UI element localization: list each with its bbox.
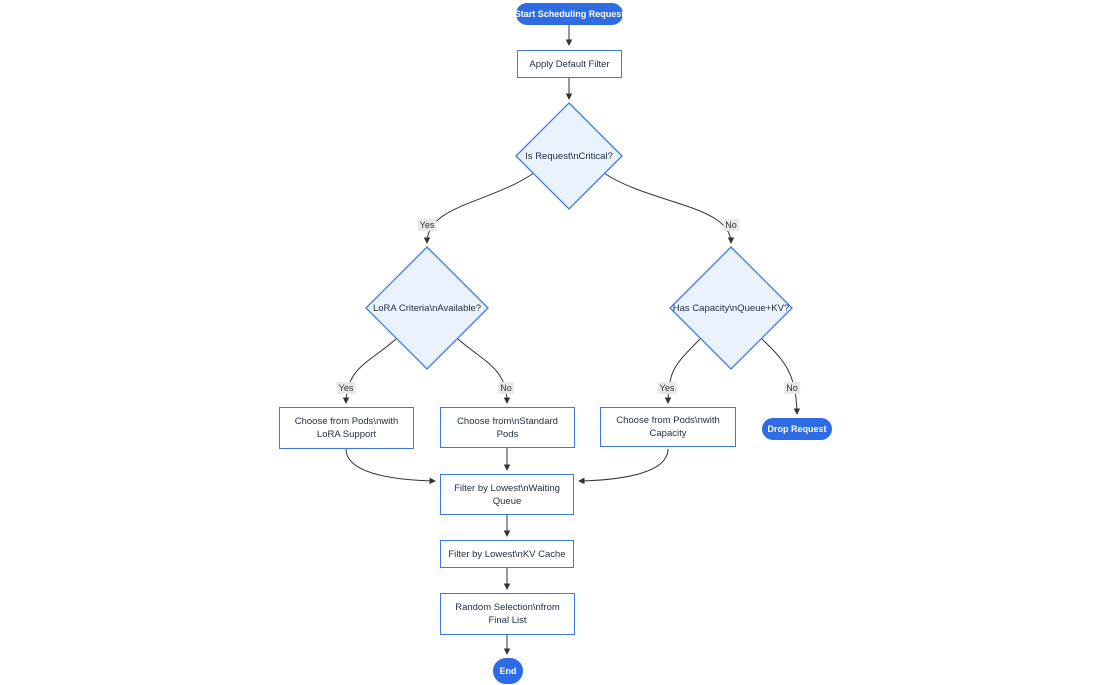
has-capacity-decision-shape	[669, 246, 793, 370]
lora-criteria-label: LoRA Criteria\nAvailable?	[372, 302, 482, 314]
edge-is-critical-yes	[423, 172, 535, 244]
filter-kv-cache-node: Filter by Lowest\nKV Cache	[440, 540, 574, 568]
is-request-critical-decision-shape	[515, 102, 623, 210]
drop-request-node: Drop Request	[762, 418, 832, 440]
edge-label-is-critical-no: No	[723, 219, 739, 231]
choose-capacity-pods-node: Choose from Pods\nwith Capacity	[600, 407, 736, 447]
edge-choose-lora-to-filter-queue	[345, 448, 436, 485]
apply-default-filter-node: Apply Default Filter	[517, 50, 622, 78]
choose-lora-pods-node: Choose from Pods\nwith LoRA Support	[279, 407, 414, 449]
is-request-critical-label: Is Request\nCritical?	[525, 150, 613, 162]
edge-label-capacity-no: No	[784, 382, 800, 394]
start-node: Start Scheduling Request	[515, 3, 624, 25]
filter-waiting-queue-node: Filter by Lowest\nWaiting Queue	[440, 474, 574, 515]
edge-label-is-critical-yes: Yes	[417, 219, 437, 231]
edge-is-critical-no	[603, 172, 735, 244]
edge-capacity-yes	[664, 338, 701, 404]
lora-criteria-decision-shape	[365, 246, 489, 370]
choose-standard-pods-node: Choose from\nStandard Pods	[440, 407, 575, 448]
has-capacity-label: Has Capacity\nQueue+KV?	[672, 302, 790, 314]
edge-choose-capacity-to-filter-queue	[578, 448, 669, 485]
random-selection-node: Random Selection\nfrom Final List	[440, 593, 575, 635]
edge-label-capacity-yes: Yes	[657, 382, 677, 394]
edge-label-lora-no: No	[498, 382, 514, 394]
end-node: End	[493, 658, 523, 684]
edge-capacity-no	[761, 338, 801, 415]
edge-label-lora-yes: Yes	[336, 382, 356, 394]
